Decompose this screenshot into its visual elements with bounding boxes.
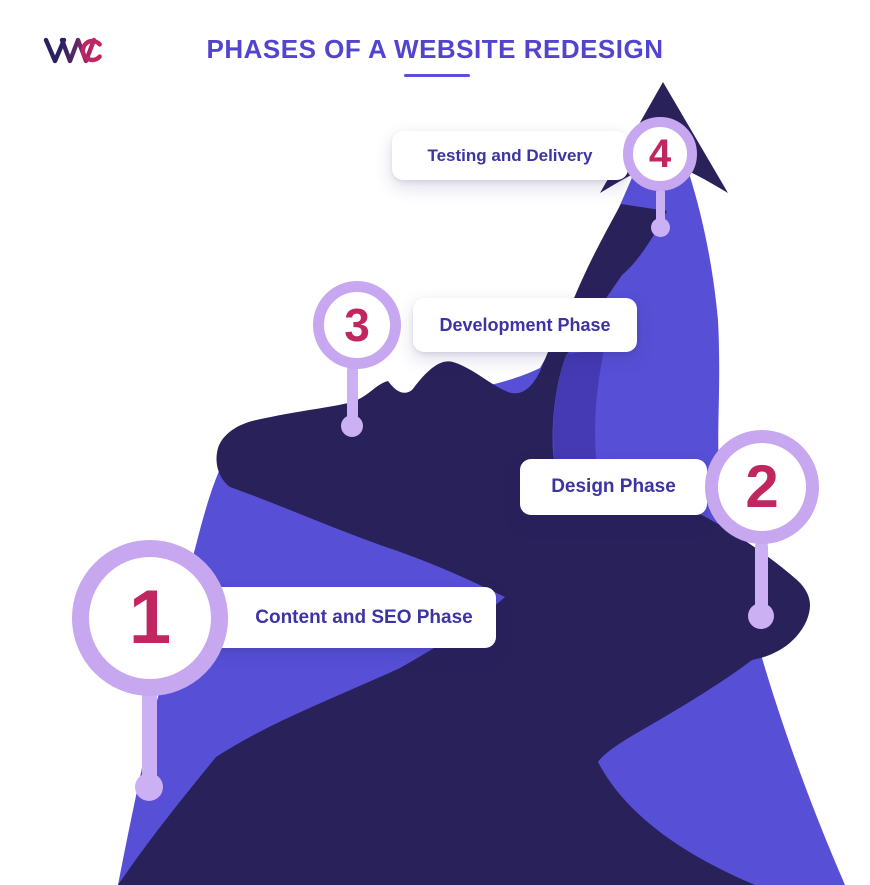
phase-label-text: Development Phase: [439, 314, 611, 335]
phase-label-text: Design Phase: [551, 476, 676, 497]
phase-label-text: Content and SEO Phase: [255, 606, 473, 628]
vwo-logo: [43, 37, 102, 64]
phase-number: 4: [648, 132, 672, 176]
marker-stem-1: [142, 688, 157, 784]
marker-dot-3: [341, 415, 363, 437]
phase-label-text: Testing and Delivery: [427, 145, 593, 165]
logo-letter-w: [59, 37, 97, 64]
vwo-logo-glyphs: [43, 37, 102, 64]
phase-label-content-seo: Content and SEO Phase: [208, 587, 496, 648]
phase-marker-3: 3: [313, 281, 401, 369]
phase-marker-1: 1: [72, 540, 228, 696]
phase-label-testing: Testing and Delivery: [392, 131, 628, 180]
marker-stem-3: [347, 365, 358, 421]
winding-road: [118, 204, 810, 885]
logo-letter-v: [43, 37, 67, 64]
phase-number: 3: [344, 299, 370, 351]
marker-dot-2: [748, 603, 774, 629]
phase-marker-2: 2: [705, 430, 819, 544]
logo-letter-o: [80, 38, 102, 63]
marker-stem-4: [656, 188, 665, 224]
phase-marker-4: 4: [623, 117, 697, 191]
phase-label-development: Development Phase: [413, 298, 637, 352]
marker-dot-4: [651, 218, 670, 237]
phase-number: 1: [128, 575, 172, 660]
phase-label-design: Design Phase: [520, 459, 707, 515]
phase-number: 2: [745, 453, 779, 520]
marker-stem-2: [755, 540, 768, 612]
title-underline: [404, 74, 470, 77]
marker-dot-1: [135, 773, 163, 801]
cliff-shade: [553, 350, 604, 492]
page-title: PHASES OF A WEBSITE REDESIGN: [206, 34, 664, 64]
